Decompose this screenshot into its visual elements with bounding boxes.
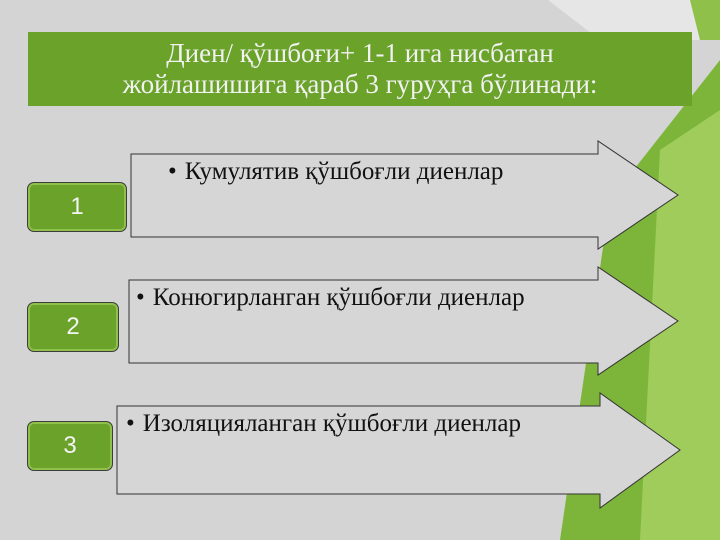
item-3-label: Изоляцияланган қўшбоғли диенлар [142, 410, 522, 437]
title-line-1: Диен/ қўшбоғи+ 1-1 ига нисбатан [166, 38, 554, 68]
item-3-number: 3 [63, 432, 77, 459]
item-3-arrow-shape [116, 392, 681, 509]
item-1-arrow-shape [130, 140, 679, 250]
item-1-number: 1 [70, 193, 84, 220]
item-2-arrow-shape [128, 266, 679, 376]
item-2-number-box: 2 [27, 302, 119, 352]
item-1-label: Кумулятив қўшбоғли диенлар [184, 158, 504, 185]
item-1-text: • Кумулятив қўшбоғли диенлар [168, 158, 503, 186]
item-2-number: 2 [66, 313, 80, 340]
item-2-arrow: • Конюгирланган қўшбоғли диенлар [128, 266, 680, 376]
decor-stripe-light [548, 0, 720, 40]
decor-green-shape-light [640, 110, 720, 540]
item-3-arrow: • Изоляцияланган қўшбоғли диенлар [116, 392, 682, 510]
title-line-2: жойлашишига қараб 3 гуруҳга бўлинади: [122, 69, 598, 99]
title-band: Диен/ қўшбоғи+ 1-1 ига нисбатан жойлашиш… [28, 32, 692, 106]
item-3-number-box: 3 [27, 421, 113, 471]
item-2-label: Конюгирланган қўшбоғли диенлар [152, 284, 525, 311]
item-1-number-box: 1 [27, 182, 127, 232]
decor-green-strip [690, 0, 720, 40]
bullet-icon: • [126, 410, 135, 437]
item-1-arrow: • Кумулятив қўшбоғли диенлар [130, 140, 680, 250]
bullet-icon: • [168, 158, 177, 185]
item-2-text: • Конюгирланган қўшбоғли диенлар [136, 284, 525, 312]
item-3-text: • Изоляцияланган қўшбоғли диенлар [126, 410, 521, 438]
bullet-icon: • [136, 284, 145, 311]
